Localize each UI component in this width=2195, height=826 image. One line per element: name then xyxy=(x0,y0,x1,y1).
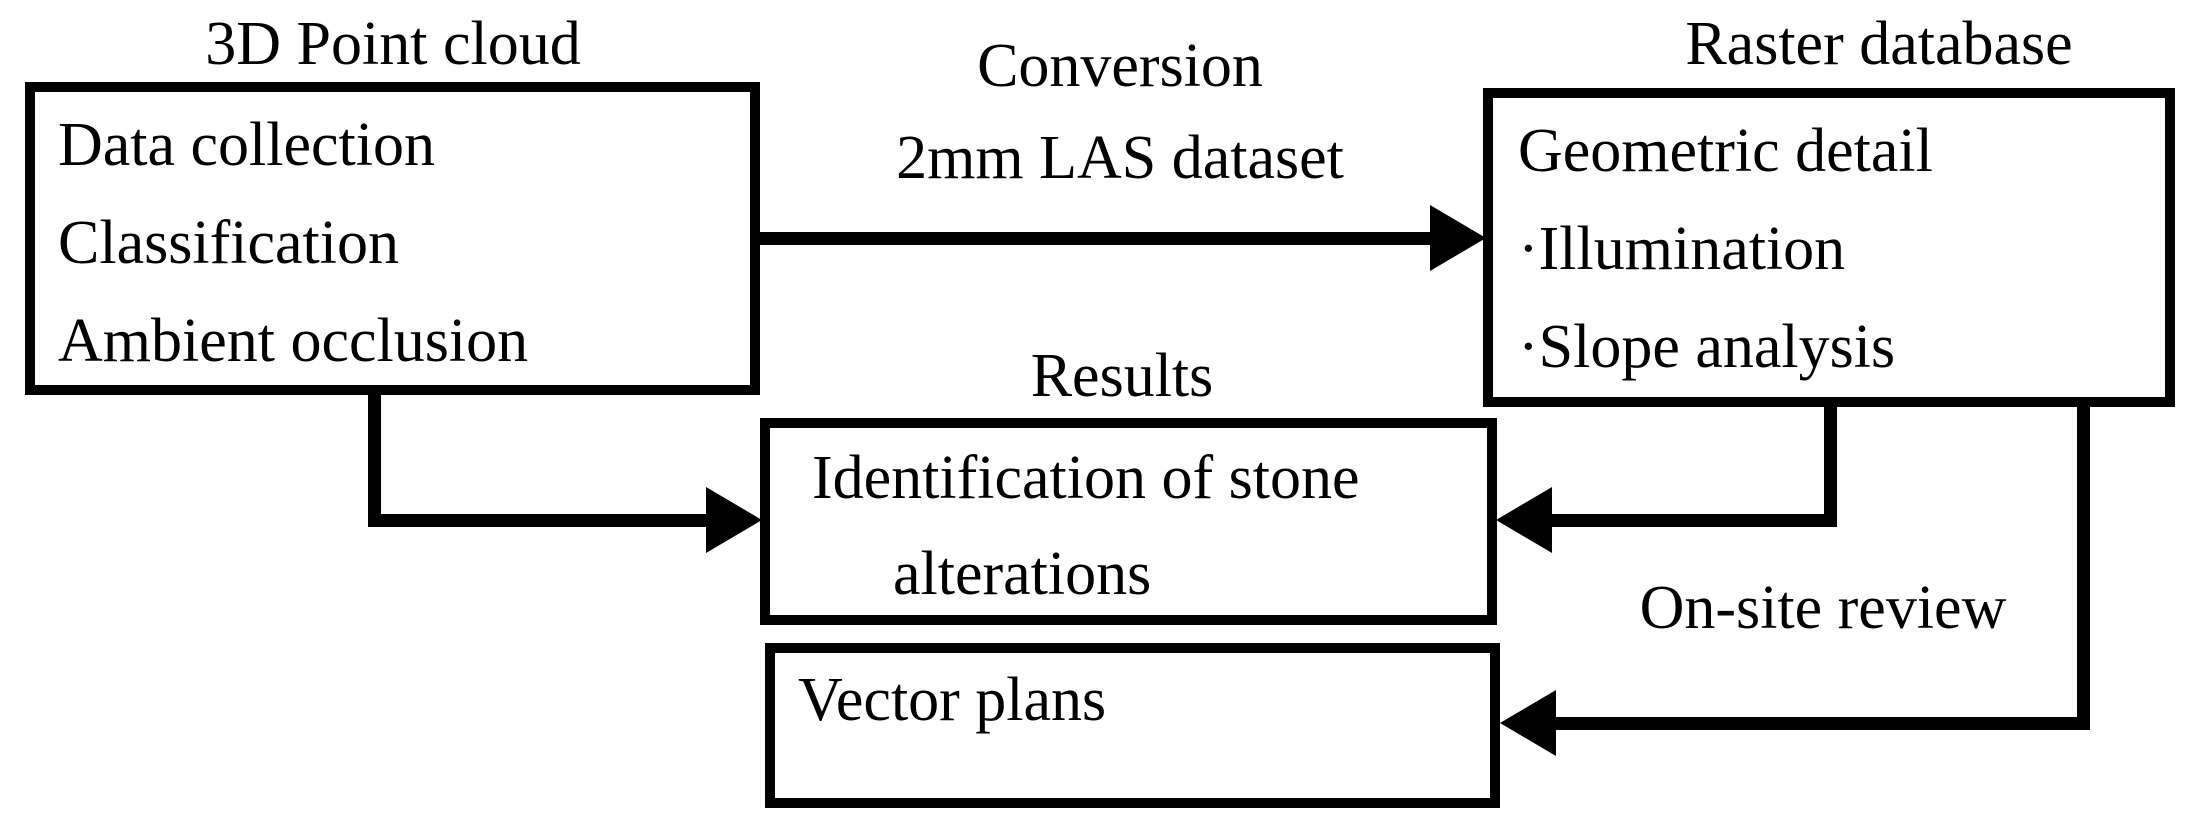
point-cloud-box-text: Data collection Classification Ambient o… xyxy=(58,96,528,390)
raster-database-box xyxy=(1483,88,2175,407)
vector-plans-line: Vector plans xyxy=(798,666,1107,734)
on-site-review-label: On-site review xyxy=(1639,574,2007,642)
raster-line: ·Slope analysis xyxy=(1518,313,1896,381)
raster-database-title: Raster database xyxy=(1685,10,2073,78)
point-cloud-line: Ambient occlusion xyxy=(58,307,529,375)
conversion-label-line1: Conversion xyxy=(977,32,1263,100)
arrow-head-right-icon xyxy=(706,487,762,553)
results-line: Identification of stone xyxy=(812,444,1360,512)
results-box xyxy=(760,418,1497,625)
results-line: alterations xyxy=(893,540,1152,608)
raster-line: Geometric detail xyxy=(1518,117,1933,185)
point-cloud-title: 3D Point cloud xyxy=(205,10,581,78)
arrow-shaft xyxy=(1556,717,2090,730)
arrow-shaft xyxy=(368,514,712,527)
results-title: Results xyxy=(1030,342,1214,410)
conversion-label: Conversion 2mm LAS dataset xyxy=(820,20,1420,204)
arrow-shaft xyxy=(2077,400,2090,730)
point-cloud-line: Data collection xyxy=(58,111,435,179)
point-cloud-box xyxy=(25,82,760,395)
arrow-shaft xyxy=(1824,400,1837,527)
arrow-head-left-icon xyxy=(1496,487,1552,553)
vector-plans-box xyxy=(765,643,1500,808)
arrow-head-right-icon xyxy=(1430,205,1486,271)
raster-database-box-text: Geometric detail ·Illumination ·Slope an… xyxy=(1518,102,1933,396)
point-cloud-line: Classification xyxy=(58,209,399,277)
arrow-shaft xyxy=(760,232,1436,245)
arrow-head-left-icon xyxy=(1500,690,1556,756)
conversion-label-line2: 2mm LAS dataset xyxy=(896,124,1344,192)
arrow-shaft xyxy=(1552,514,1837,527)
raster-line: ·Illumination xyxy=(1518,215,1846,283)
arrow-shaft xyxy=(368,393,381,527)
